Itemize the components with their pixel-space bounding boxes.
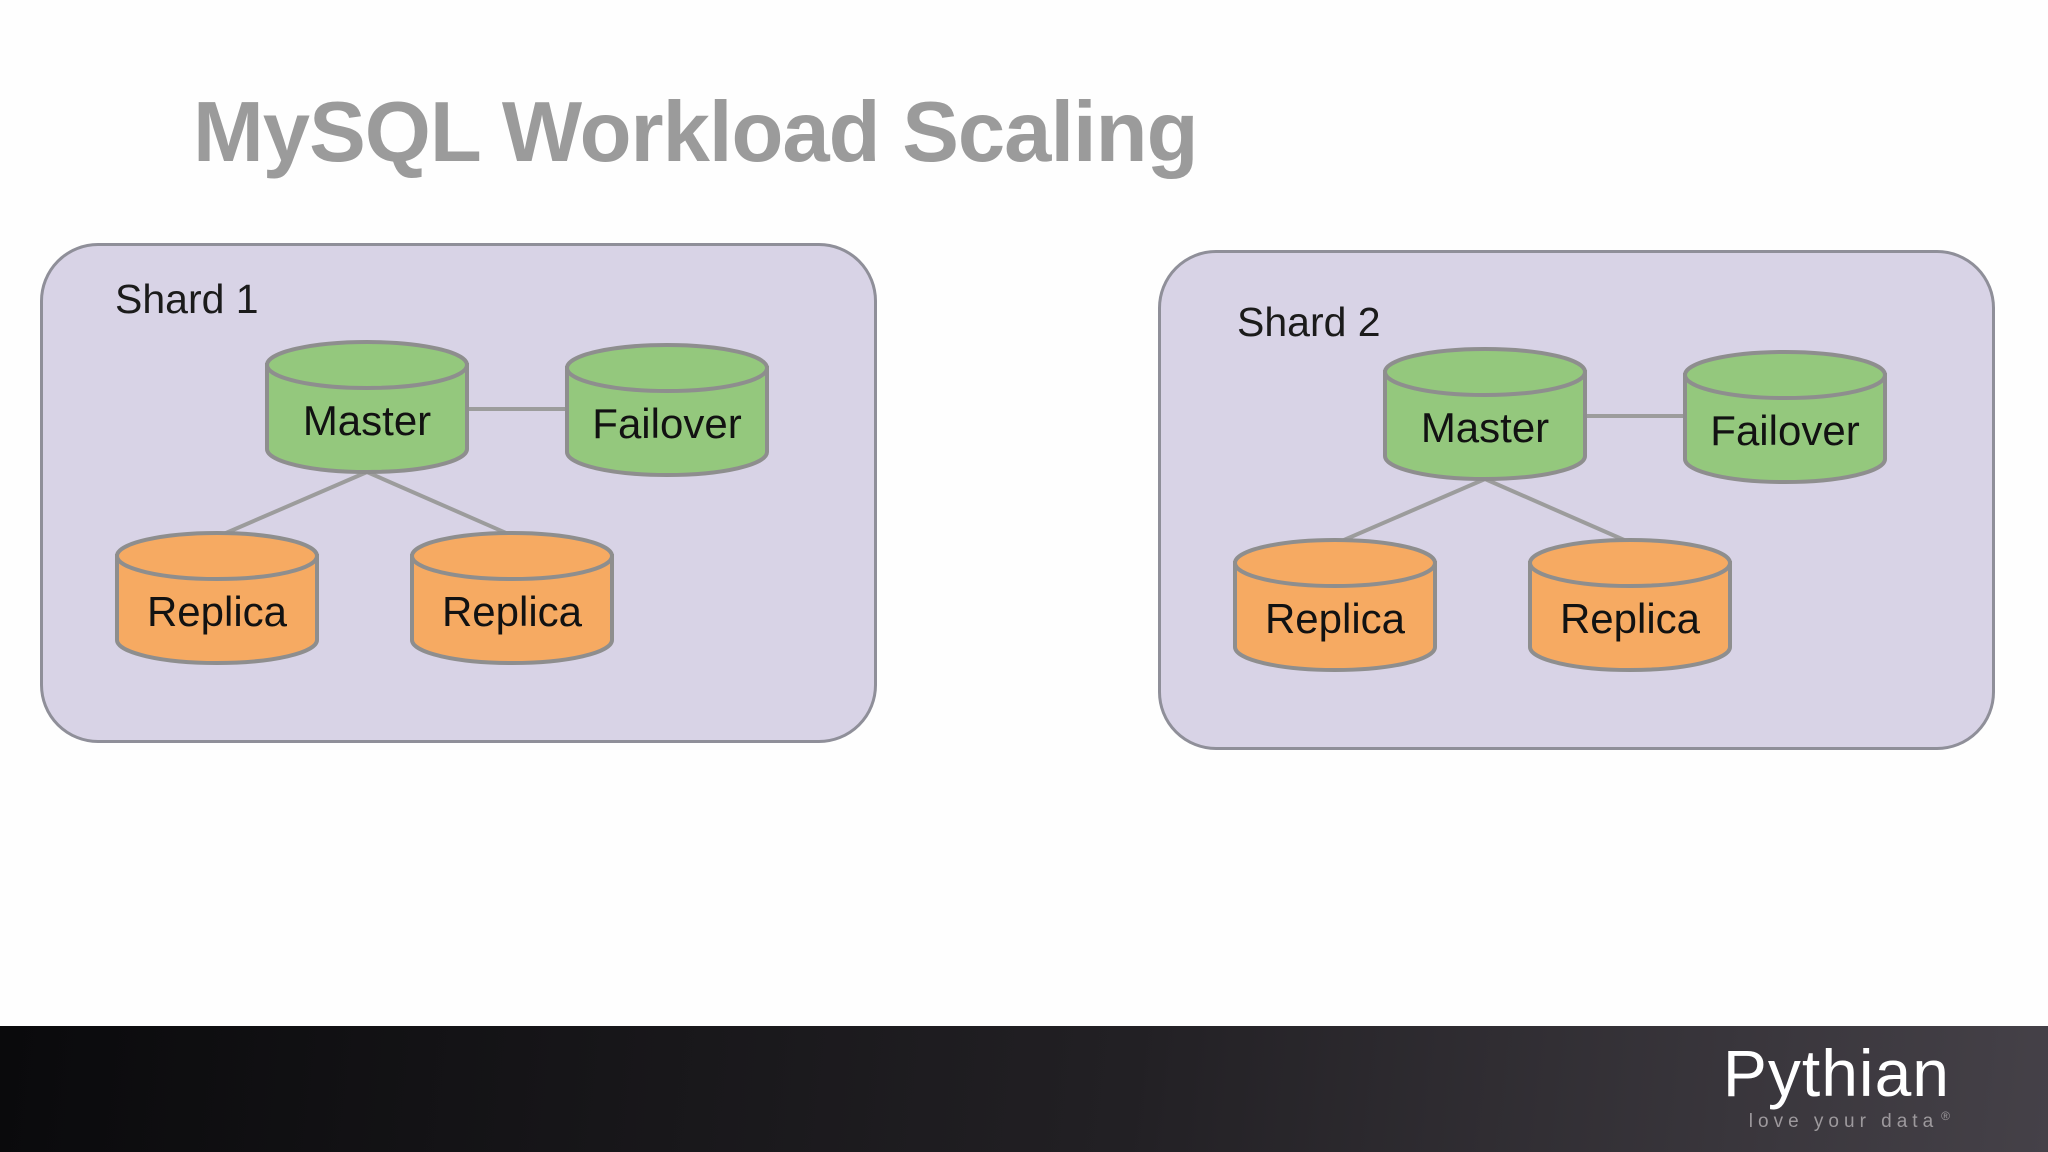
- shard-1-connectors: [218, 407, 571, 538]
- cylinder-body: [1528, 561, 1732, 672]
- cylinder-body: [115, 554, 319, 665]
- cylinder-top: [1233, 538, 1437, 588]
- shard-1-replica-1-label: Replica: [147, 588, 288, 635]
- cylinder-body: [1683, 373, 1887, 484]
- cylinder-top: [1683, 350, 1887, 400]
- shard-2-label: Shard 2: [1237, 299, 1381, 345]
- shard-1-master-db-cylinder: Master: [265, 340, 469, 474]
- shard-2-replica-1-label: Replica: [1265, 595, 1406, 642]
- shard-1-failover-label: Failover: [592, 400, 741, 447]
- cylinder-top: [565, 343, 769, 393]
- pythian-wordmark: Pythian: [1722, 1036, 1950, 1110]
- footer-bar: Pythian love your data®: [0, 1026, 2048, 1152]
- shard-2-replica-2-label: Replica: [1560, 595, 1701, 642]
- shard-2-failover-label: Failover: [1710, 407, 1859, 454]
- shard-2-replica-2-db-cylinder: Replica: [1528, 538, 1732, 672]
- shard-2-failover-db-cylinder: Failover: [1683, 350, 1887, 484]
- shard-2-replica-1-db-cylinder: Replica: [1233, 538, 1437, 672]
- pythian-logo: Pythian love your data®: [1723, 1040, 1950, 1133]
- shard-1-replica-1-db-cylinder: Replica: [115, 531, 319, 665]
- shard-2-master-db-cylinder: Master: [1383, 347, 1587, 481]
- cylinder-body: [410, 554, 614, 665]
- shard-1-group: Shard 1 Master Failover Replica Replica: [40, 243, 877, 743]
- edge-master-replica-1: [218, 470, 368, 538]
- pythian-tagline-row: love your data®: [1723, 1109, 1950, 1133]
- registered-trademark-mark: ®: [1941, 1109, 1950, 1123]
- cylinder-body: [1233, 561, 1437, 672]
- cylinder-body: [265, 363, 469, 474]
- shard-1-label: Shard 1: [115, 276, 259, 322]
- cylinder-body: [565, 366, 769, 477]
- cylinder-body: [1383, 370, 1587, 481]
- pythian-tagline: love your data: [1748, 1111, 1939, 1132]
- shard-1-replica-2-db-cylinder: Replica: [410, 531, 614, 665]
- shard-2-connectors: [1336, 414, 1689, 545]
- shard-1-replica-2-label: Replica: [442, 588, 583, 635]
- cylinder-top: [115, 531, 319, 581]
- shard-1-master-label: Master: [303, 397, 431, 444]
- edge-master-replica-1: [1336, 477, 1486, 545]
- shard-2-master-label: Master: [1421, 404, 1549, 451]
- shard-2-group: Shard 2 Master Failover Replica Replica: [1158, 250, 1995, 750]
- edge-master-replica-2: [366, 470, 514, 538]
- slide-title: MySQL Workload Scaling: [193, 85, 1199, 180]
- cylinder-top: [1528, 538, 1732, 588]
- shard-1-failover-db-cylinder: Failover: [565, 343, 769, 477]
- edge-master-replica-2: [1484, 477, 1632, 545]
- cylinder-top: [1383, 347, 1587, 397]
- cylinder-top: [265, 340, 469, 390]
- cylinder-top: [410, 531, 614, 581]
